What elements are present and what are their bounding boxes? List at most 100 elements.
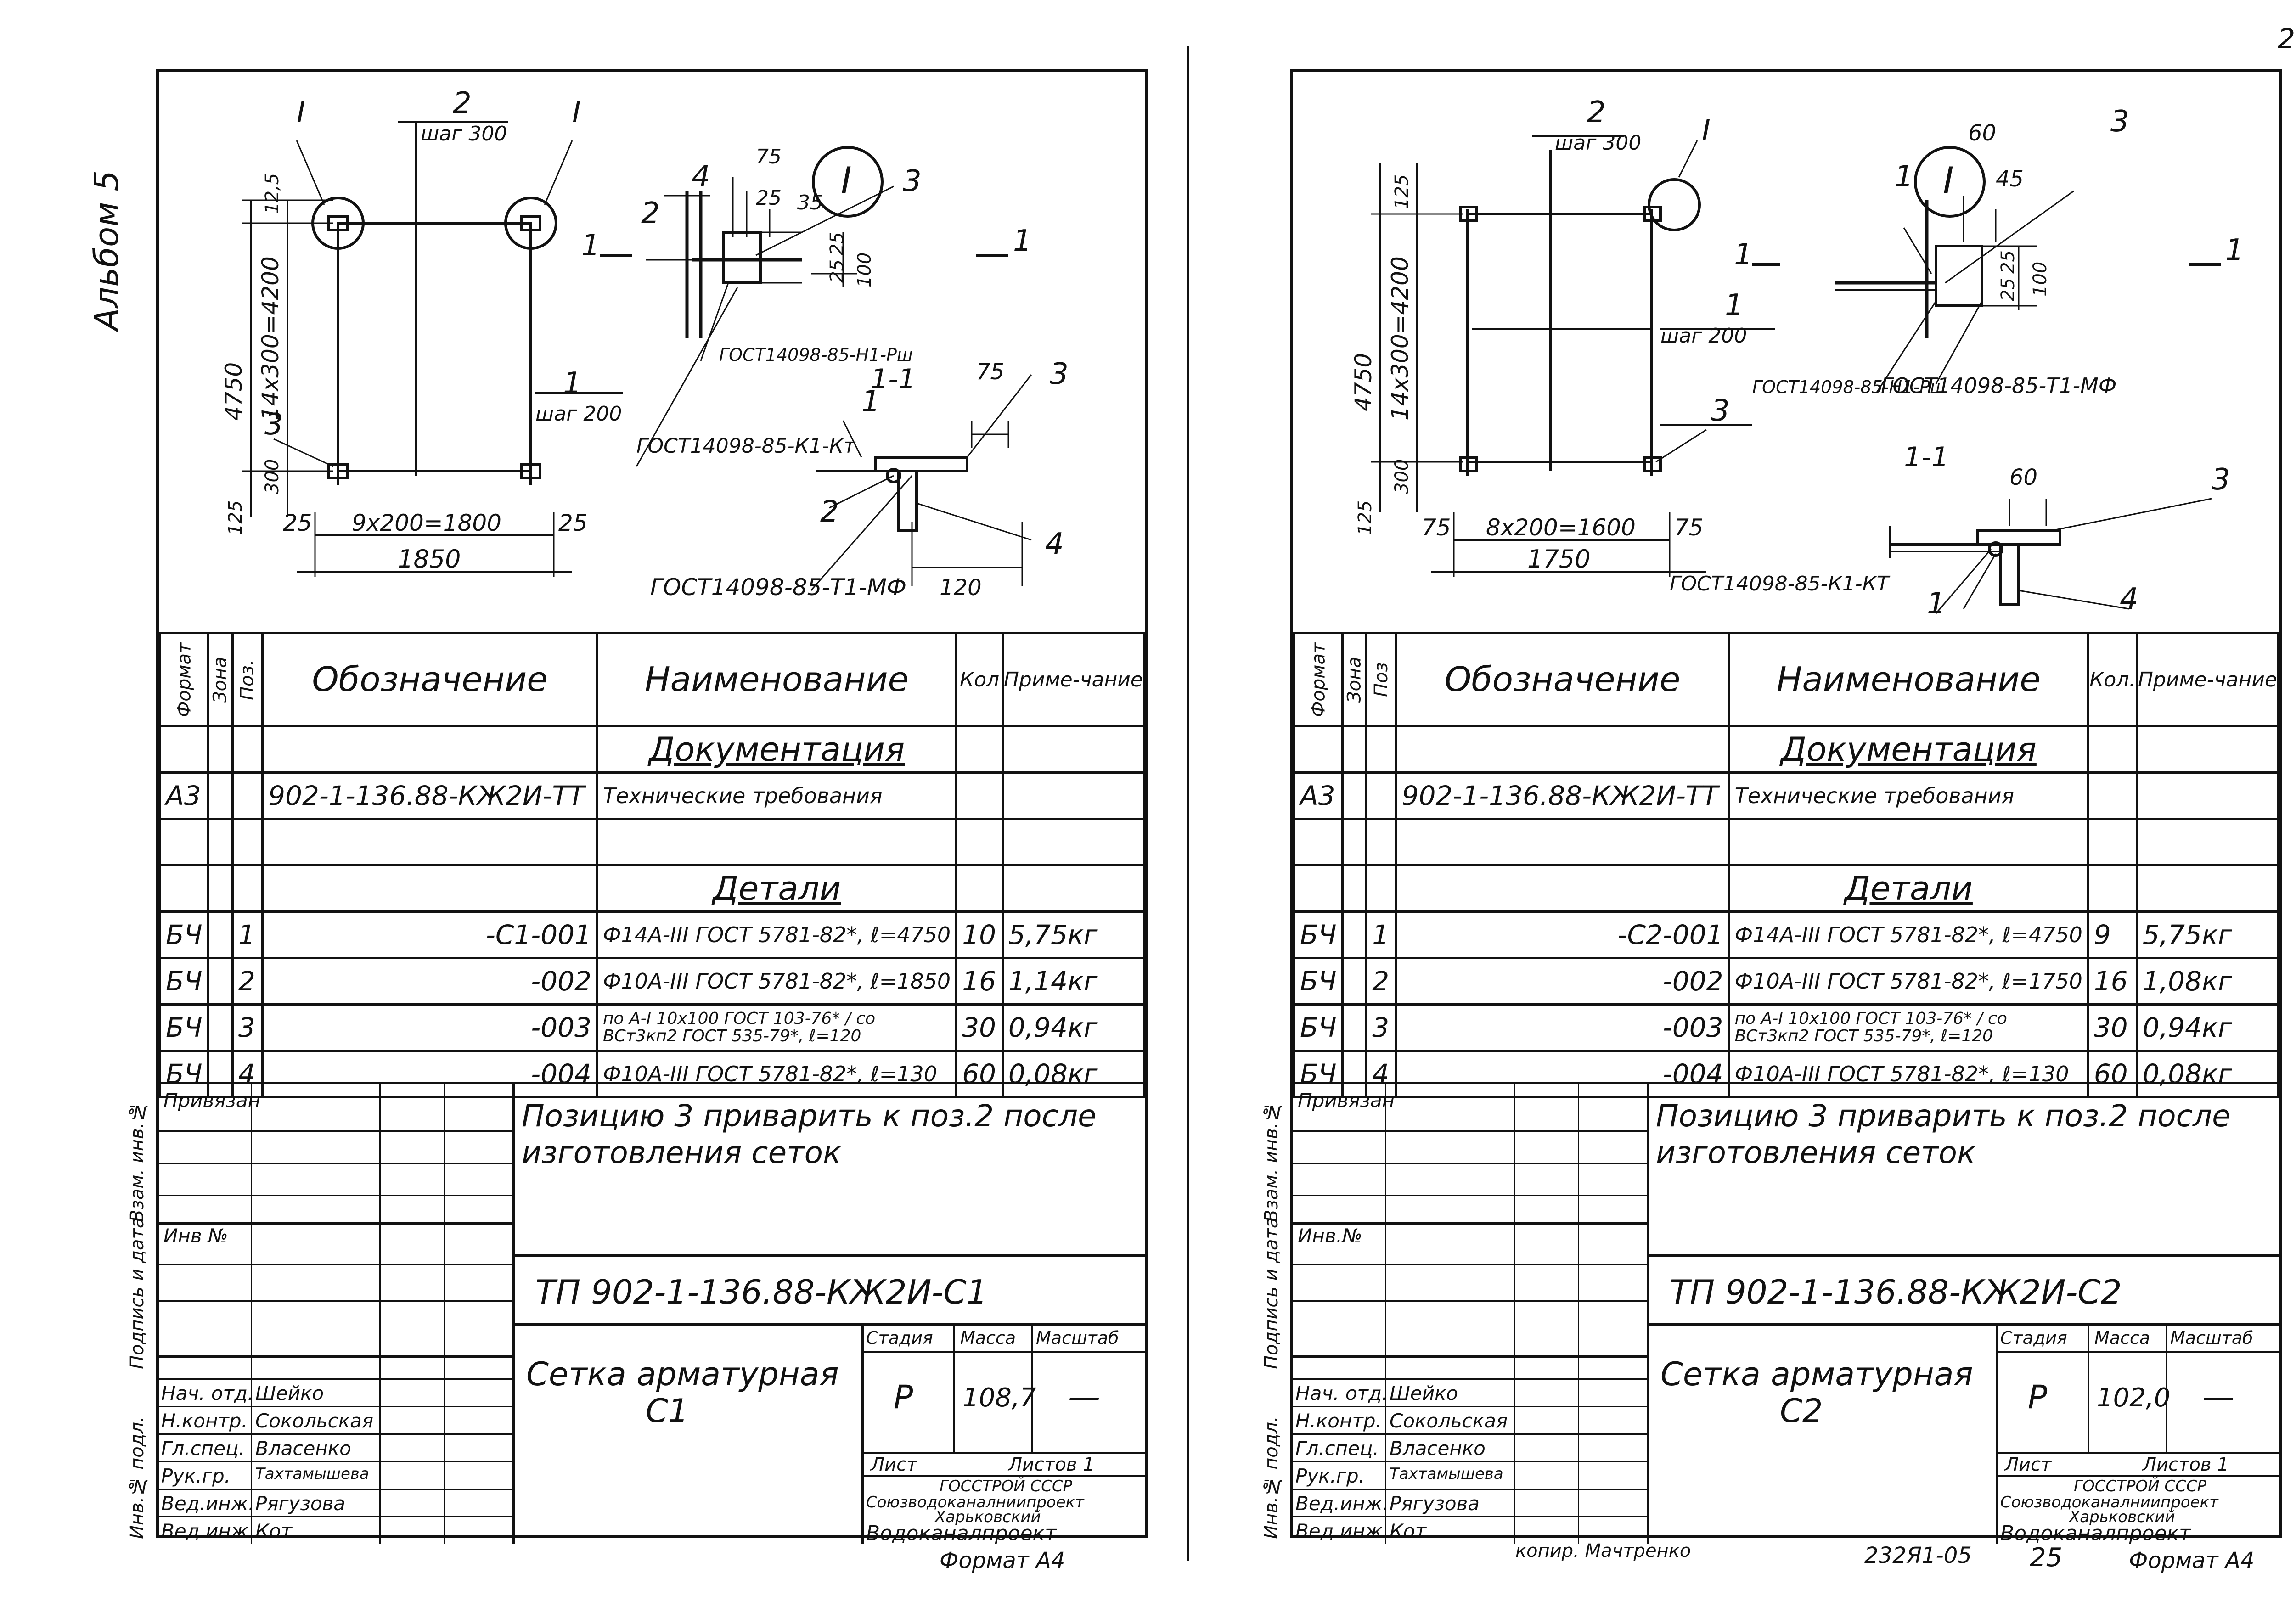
signer-role: Нач. отд. [1295,1382,1388,1405]
drawing-right: I 2 шаг 300 3 1 шаг 200 75 8х200=1600 75… [1350,96,2244,621]
signer-name: Сокольская [1390,1410,1508,1432]
row-name: Ф10А-ІІІ ГОСТ 5781-82*, ℓ=1750 [1728,957,2089,1006]
row-pos: 3 [231,1003,264,1052]
signer-name: Власенко [1390,1437,1486,1460]
node-25v: 25 [827,232,848,255]
row-name: Ф10А-ІІІ ГОСТ 5781-82*, ℓ=1850 [596,957,958,1006]
signer-role: Гл.спец. [161,1437,245,1460]
node-100: 100 [854,253,875,287]
signer-role: Вед.инж. [1295,1520,1389,1542]
gost-k1: ГОСТ14098-85-К1-Кт [636,434,856,458]
signer-name: Шейко [255,1382,324,1405]
section-mark-l: 1 [581,229,600,263]
doc-format: А3 [1293,771,1344,820]
dim-125: 125 [1355,500,1376,535]
row-designation: -004 [261,1050,598,1098]
dim-mid: 14х300=4200 [257,256,284,421]
node-3: 3 [903,164,922,198]
signer-role: Нач. отд. [161,1382,254,1405]
table-row: БЧ 2 -002 Ф10А-ІІІ ГОСТ 5781-82*, ℓ=1750… [1293,957,2280,1006]
section-3: 3 [1050,357,1069,391]
gost-h1: ГОСТ14098-85-Н1-Рш [1752,377,1946,397]
drawing-code: ТП 902-1-136.88-КЖ2И-С1 [535,1273,988,1311]
node-60: 60 [1968,120,1996,146]
sheets-header: Листов 1 [1008,1454,1095,1475]
scale-value: — [1068,1378,1100,1416]
org-3: Харьковский [2069,1508,2175,1526]
row-note: 5,75кг [1001,910,1146,959]
gost-k1: ГОСТ14098-85-К1-КТ [1670,572,1891,596]
signer-name: Власенко [255,1437,351,1460]
row-format: БЧ [1293,1003,1344,1052]
signer-role: Вед.инж. [1295,1492,1389,1515]
row-pos: 1 [1365,910,1397,959]
signer-role: Гл.спец. [1295,1437,1379,1460]
step-1: шаг 200 [1660,324,1747,348]
dim-125-top: 12,5 [262,173,283,214]
mark-3: 3 [264,408,283,442]
doc-designation: 902-1-136.88-КЖ2И-ТТ [1395,771,1730,820]
doc-format: А3 [159,771,209,820]
mass-header: Масса [2094,1328,2150,1348]
node-25: 25 [756,186,782,210]
drawing-title-1: Сетка арматурная [1660,1355,1973,1393]
mass-value: 108,7 [962,1383,1036,1413]
row-designation: -С1-001 [261,910,598,959]
note-line1: Позицию 3 приварить к поз.2 после [522,1098,1097,1134]
scale-header: Масштаб [1036,1328,1119,1348]
dim-300: 300 [1391,459,1412,494]
sheet-left: I I 2 шаг 300 3 1 шаг 200 25 9х200=1800 … [127,69,1148,1573]
format-label: Формат А4 [940,1548,1065,1573]
doc-name: Технические требования [596,771,958,820]
row-format: БЧ [159,910,209,959]
page-number: 2 [2278,23,2296,55]
header-pos: Поз [1366,633,1396,726]
signer-role: Вед.инж. [161,1520,254,1542]
spec-table-right: Формат Зона Поз Обозначение Наименование… [1293,632,2280,1098]
gost-h1: ГОСТ14098-85-Н1-Рш [719,345,913,365]
signer-name: Рягузова [255,1492,346,1515]
dim-mid: 14х300=4200 [1387,256,1413,421]
inv-label: Инв № [163,1225,228,1247]
callout-a: I [297,96,305,129]
node-35: 35 [797,191,823,214]
section-1: 1 [861,385,880,419]
doc-name: Технические требования [1728,771,2089,820]
signer-name: Рягузова [1390,1492,1480,1515]
archive-code: 232Я1-05 [1864,1543,1972,1568]
section-mark-l: 1 [1734,238,1753,272]
dim-total: 4750 [1350,353,1377,411]
signer-name: Сокольская [255,1410,374,1432]
section-mark-r: 1 [2225,233,2244,267]
row-note: 0,08кг [2135,1050,2280,1098]
mark-2: 2 [1587,96,1606,129]
row-note: 1,14кг [1001,957,1146,1006]
archive-page: 25 [2030,1543,2063,1573]
signer-role: Рук.гр. [161,1465,231,1487]
row-name: Ф10А-ІІІ ГОСТ 5781-82*, ℓ=130 [1728,1050,2089,1098]
row-qty: 9 [2087,910,2138,959]
row-qty: 16 [955,957,1004,1006]
gost-t1: ГОСТ14098-85-Т1-МФ [1881,373,2116,398]
node-45: 45 [1996,166,2024,192]
dim-300: 300 [262,459,283,494]
center-divider [1187,46,1189,1561]
dim-75a: 75 [1422,514,1451,541]
drawing-title-2: С1 [646,1392,689,1430]
header-designation: Обозначение [1395,632,1730,727]
signer-name: Шейко [1390,1382,1458,1405]
sheet-header: Лист [2005,1454,2052,1475]
section-2: 2 [820,495,839,529]
mark-2: 2 [453,86,472,120]
stage-header: Стадия [866,1328,933,1348]
org-2: Союзводоканалниипроект [866,1493,1084,1511]
section-4: 4 [2120,582,2138,616]
mass-value: 102,0 [2097,1383,2171,1413]
row-format: БЧ [159,957,209,1006]
node-1: 1 [1895,160,1913,194]
row-note: 1,08кг [2135,957,2280,1006]
drawing-title-2: С2 [1780,1392,1823,1430]
row-qty: 10 [955,910,1004,959]
node-25v: 25 [1998,250,2019,274]
mark-3: 3 [1711,394,1730,428]
